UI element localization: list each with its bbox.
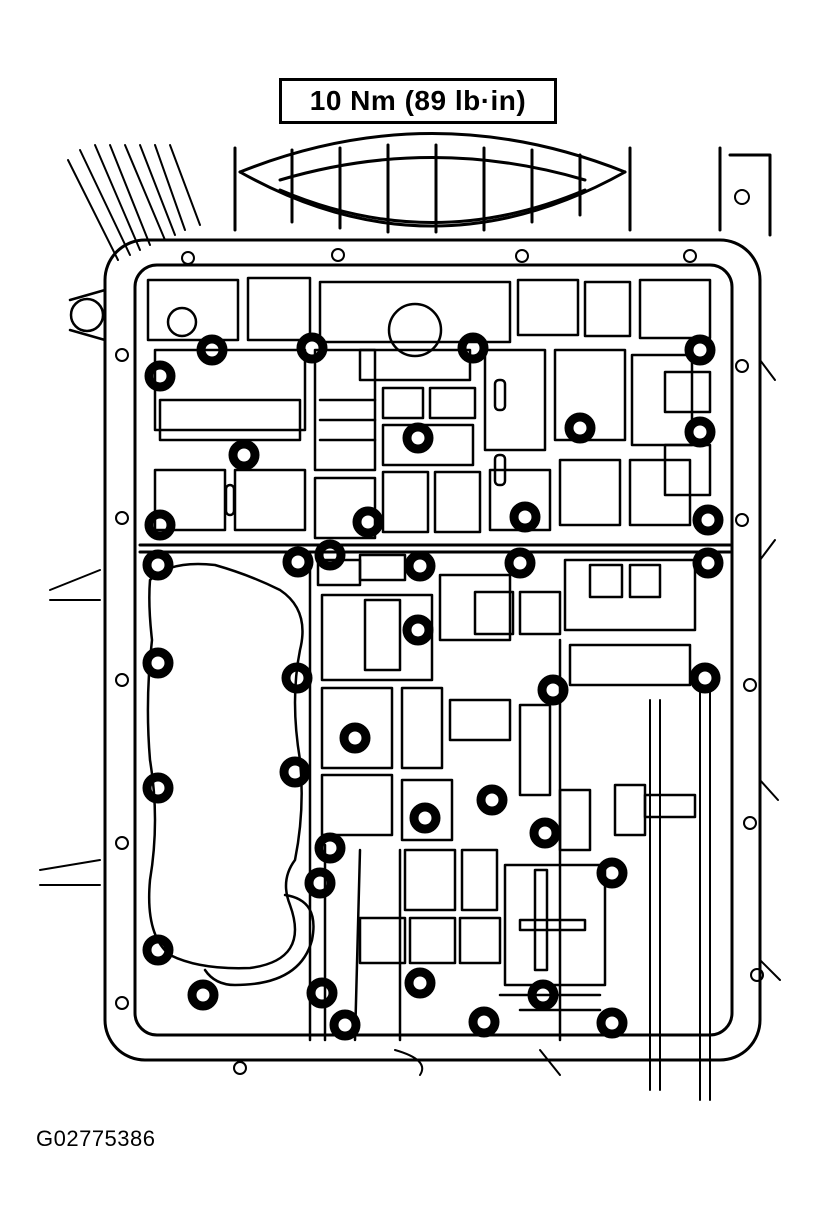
torque-spec-label: 10 Nm (89 lb·in) xyxy=(279,78,557,124)
perimeter-bolts xyxy=(115,189,764,1075)
right-lines xyxy=(649,359,781,1101)
pan-outline-inner xyxy=(133,263,734,1037)
figure-id: G02775386 xyxy=(36,1126,156,1151)
left-hatching xyxy=(39,144,201,886)
pan-outline-outer xyxy=(103,238,762,1062)
valve-body-bolts xyxy=(142,332,724,1041)
left-boss xyxy=(68,288,107,342)
upper-valve-body xyxy=(146,276,712,540)
upper-housing xyxy=(233,132,772,237)
